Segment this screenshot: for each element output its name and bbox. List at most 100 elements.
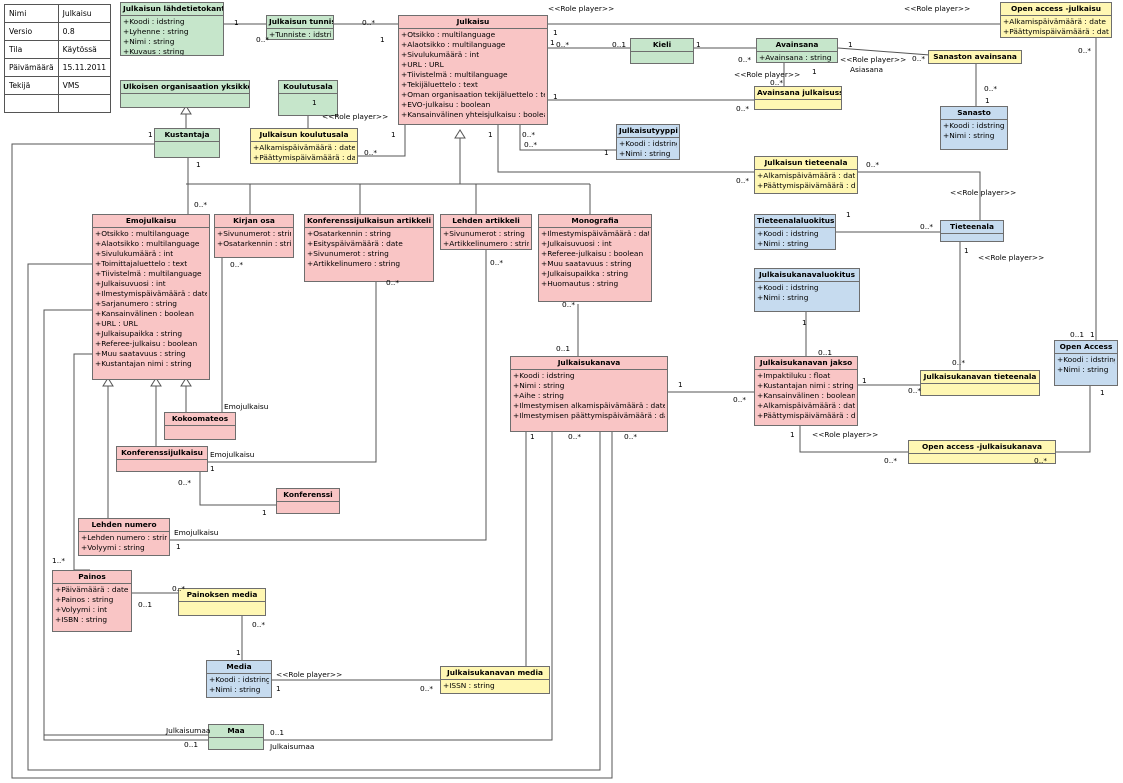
meta-row: [4, 94, 112, 113]
class-monografia: Monografia+Ilmestymispäivämäärä : date+J…: [538, 214, 652, 302]
class-attribute: +Nimi : string: [123, 37, 175, 46]
label: <<Role player>>: [978, 253, 1045, 262]
class-attribute: +Koodi : idstring: [943, 121, 1005, 130]
class-attributes: +Lehden numero : string+Volyymi : string: [79, 532, 169, 554]
class-attribute: +Aihe : string: [513, 391, 564, 400]
multiplicity: 1: [210, 464, 215, 473]
class-attribute: +Esityspäivämäärä : date: [307, 239, 403, 248]
class-title: Avainsana julkaisussa: [755, 87, 841, 100]
multiplicity: 0..*: [736, 104, 750, 113]
class-attribute: +Tiivistelmä : multilanguage: [401, 70, 508, 79]
multiplicity: 1: [550, 38, 555, 47]
class-attribute: +Kustantajan nimi : string: [95, 359, 192, 368]
class-attribute: +Referee-julkaisu : boolean: [95, 339, 198, 348]
class-julkaisukanavan-jakso: Julkaisukanavan jakso+Impaktiluku : floa…: [754, 356, 858, 426]
class-attribute: +Nimi : string: [513, 381, 565, 390]
class-konferenssijulkaisu: Konferenssijulkaisu: [116, 446, 208, 472]
class-title: Ulkoisen organisaation yksikkö: [121, 81, 249, 94]
class-title: Julkaisun koulutusala: [251, 129, 357, 142]
class-lehden-artikkeli: Lehden artikkeli+Sivunumerot : string+Ar…: [440, 214, 532, 250]
class-title: Media: [207, 661, 271, 674]
multiplicity: 0..*: [770, 78, 784, 87]
role-name: Emojulkaisu: [224, 402, 269, 411]
class-julkaisun-koulutusala: Julkaisun koulutusala+Alkamispäivämäärä …: [250, 128, 358, 164]
multiplicity: 1: [696, 40, 701, 49]
meta-key: [4, 94, 59, 113]
class-attribute: +Kuvaus : string: [123, 47, 185, 56]
multiplicity: 0..*: [172, 584, 186, 593]
class-avainsana: Avainsana+Avainsana : string: [756, 38, 838, 63]
class-title: Lehden numero: [79, 519, 169, 532]
multiplicity: 0..*: [256, 35, 270, 44]
class-title: Tieteenalaluokitus: [755, 215, 835, 228]
multiplicity: 0..*: [562, 300, 576, 309]
class-attributes: +Koodi : idstring+Nimi : string: [755, 282, 859, 304]
class-kokoomateos: Kokoomateos: [164, 412, 236, 440]
label: <<Role player>>: [904, 4, 971, 13]
multiplicity: 1: [812, 67, 817, 76]
multiplicity: 1: [846, 210, 851, 219]
class-title: Kieli: [631, 39, 693, 52]
multiplicity: 1..*: [52, 556, 66, 565]
multiplicity: 1: [176, 542, 181, 551]
meta-key: Tekijä: [4, 76, 59, 95]
class-attribute: +Alkamispäivämäärä : date: [1003, 17, 1106, 26]
class-sanasto: Sanasto+Koodi : idstring+Nimi : string: [940, 106, 1008, 150]
class-tieteenala: Tieteenala: [940, 220, 1004, 242]
multiplicity: 0..*: [524, 140, 538, 149]
class-title: Kokoomateos: [165, 413, 235, 426]
class-attributes: +Avainsana : string: [757, 52, 837, 62]
class-julkaisun-tieteenala: Julkaisun tieteenala+Alkamispäivämäärä :…: [754, 156, 858, 194]
meta-key: Versio: [4, 22, 59, 41]
class-title: Painos: [53, 571, 131, 584]
class-attribute: +Oman organisaation tekijäluettelo : tex…: [401, 90, 545, 99]
class-attribute: +Alkamispäivämäärä : date: [757, 401, 855, 410]
class-attributes: +Tunniste : idstring: [267, 29, 333, 39]
class-attributes: [165, 426, 235, 428]
multiplicity: 0..1: [1070, 330, 1085, 339]
class-title: Konferenssijulkaisu: [117, 447, 207, 460]
class-open-access-julkaisu: Open access -julkaisu+Alkamispäivämäärä …: [1000, 2, 1112, 38]
class-attribute: +EVO-julkaisu : boolean: [401, 100, 491, 109]
class-attributes: +ISSN : string: [441, 680, 549, 692]
multiplicity: 0..*: [490, 258, 504, 267]
multiplicity: 0..*: [386, 278, 400, 287]
class-attribute: +Painos : string: [55, 595, 114, 604]
class-title: Tieteenala: [941, 221, 1003, 234]
multiplicity: 0..1: [818, 348, 833, 357]
multiplicity: 0..1: [556, 344, 571, 353]
class-attribute: +URL : URL: [401, 60, 444, 69]
class-attributes: +Otsikko : multilanguage+Alaotsikko : mu…: [93, 228, 209, 370]
class-attributes: [209, 738, 263, 740]
multiplicity: 1: [262, 508, 267, 517]
class-title: Maa: [209, 725, 263, 738]
class-title: Monografia: [539, 215, 651, 228]
multiplicity: 0..1: [184, 740, 199, 749]
class-attributes: [121, 94, 249, 96]
class-attributes: +Alkamispäivämäärä : date+Päättymispäivä…: [251, 142, 357, 163]
class-title: Julkaisukanavaluokitus: [755, 269, 859, 282]
class-attribute: +Sivunumerot : string: [443, 229, 525, 238]
multiplicity: 0..*: [420, 684, 434, 693]
meta-value: VMS: [57, 76, 112, 95]
class-title: Julkaisu: [399, 16, 547, 29]
class-title: Open access -julkaisu: [1001, 3, 1111, 16]
meta-value: 0.8: [57, 22, 112, 41]
label: <<Role player>>: [950, 188, 1017, 197]
class-attributes: [755, 100, 841, 102]
multiplicity: 1: [862, 376, 867, 385]
class-attribute: +Osatarkennin : string: [217, 239, 291, 248]
class-title: Konferenssi: [277, 489, 339, 502]
class-attribute: +Nimi : string: [619, 149, 671, 158]
multiplicity: 0..*: [733, 395, 747, 404]
class-attribute: +Alaotsikko : multilanguage: [401, 40, 506, 49]
class-attribute: +Nimi : string: [757, 239, 809, 248]
class-julkaisutyyppi: Julkaisutyyppi+Koodi : idstring+Nimi : s…: [616, 124, 680, 160]
class-attribute: +Koodi : idstring: [513, 371, 575, 380]
class-attribute: +Tiivistelmä : multilanguage: [95, 269, 202, 278]
class-attribute: +Koodi : idstring: [1057, 355, 1115, 364]
class-title: Julkaisun tieteenala: [755, 157, 857, 170]
class-attribute: +Sivulukumäärä : int: [95, 249, 174, 258]
